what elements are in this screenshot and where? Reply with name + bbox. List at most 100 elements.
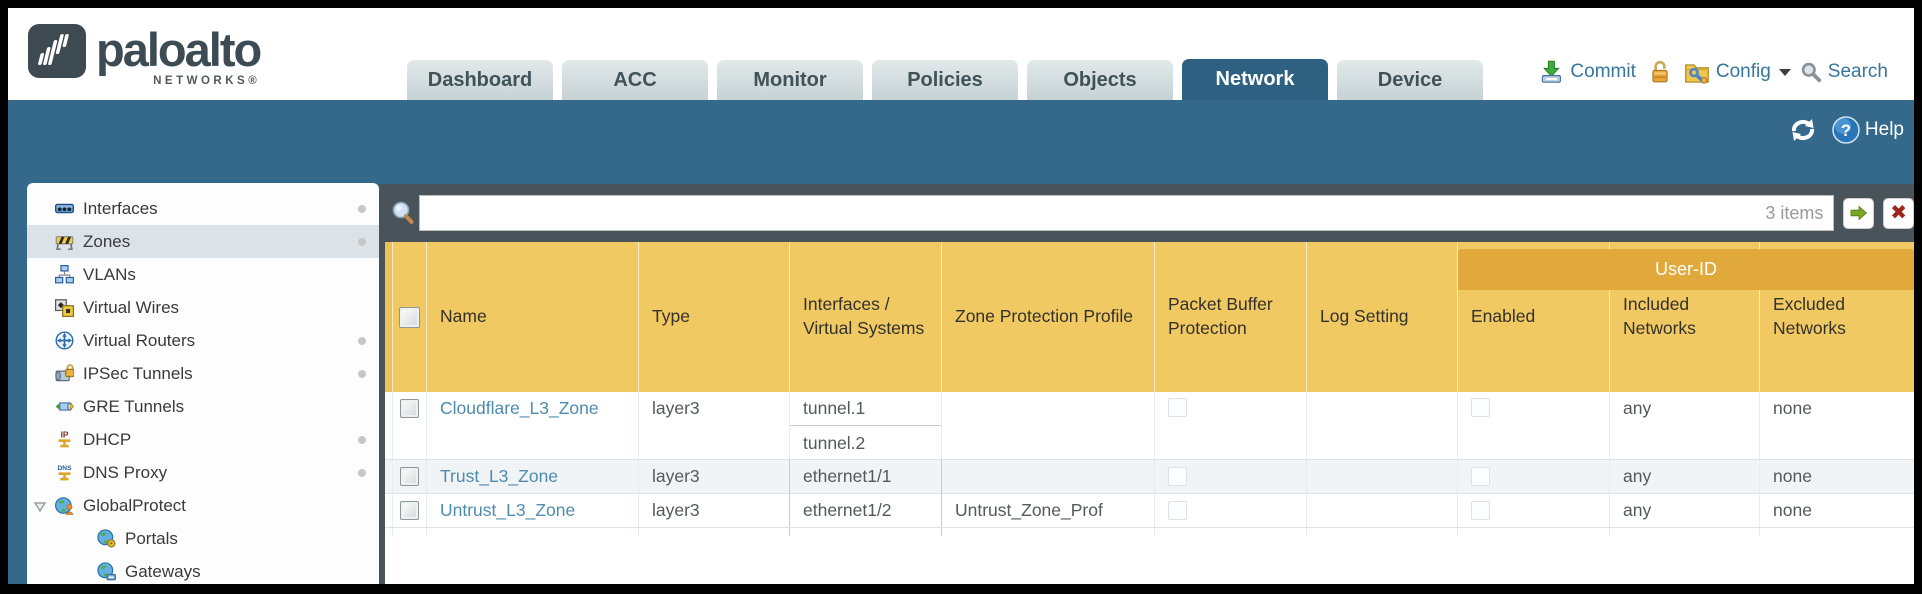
sidebar-item-vlans[interactable]: VLANs <box>27 258 379 291</box>
log-setting-cell <box>1307 494 1458 527</box>
zone-name-link[interactable]: Trust_L3_Zone <box>440 466 559 486</box>
items-count: 3 items <box>1765 202 1824 223</box>
brand-networks-label: NETWORKS® <box>153 75 261 87</box>
column-header-included-networks[interactable]: Included Networks <box>1610 242 1760 392</box>
zone-type-cell: layer3 <box>639 460 790 493</box>
tab-objects[interactable]: Objects <box>1027 60 1173 100</box>
ipsec-tunnels-icon <box>55 364 74 383</box>
status-dot <box>358 337 366 345</box>
status-dot <box>358 205 366 213</box>
interface-item: tunnel.1 <box>790 392 941 426</box>
zones-content: 3 items ✖ Name Type Interfaces / Virtual… <box>385 184 1914 584</box>
caret-down-icon <box>1778 68 1791 76</box>
tab-device[interactable]: Device <box>1337 60 1483 100</box>
sidebar-item-zones[interactable]: Zones <box>27 225 379 258</box>
filter-search-icon[interactable] <box>390 200 416 226</box>
sidebar-item-interfaces[interactable]: Interfaces <box>27 192 379 225</box>
globalprotect-icon <box>55 496 74 515</box>
config-label: Config <box>1715 61 1771 82</box>
column-header-name[interactable]: Name <box>427 242 639 392</box>
sidebar-item-label: DHCP <box>83 429 132 449</box>
status-dot <box>358 370 366 378</box>
sidebar-item-virtual-wires[interactable]: Virtual Wires <box>27 291 379 324</box>
commit-button[interactable]: Commit <box>1540 60 1636 84</box>
sidebar-item-label: GRE Tunnels <box>83 396 185 416</box>
sidebar-item-label: GlobalProtect <box>83 495 186 515</box>
user-id-enabled-cell <box>1458 494 1610 527</box>
portals-icon <box>97 529 116 548</box>
tab-monitor[interactable]: Monitor <box>717 60 863 100</box>
filter-input[interactable] <box>420 196 1766 230</box>
tab-network[interactable]: Network <box>1182 59 1328 100</box>
column-header-log-setting[interactable]: Log Setting <box>1307 242 1458 392</box>
sidebar-item-label: Portals <box>125 528 178 548</box>
header-actions: Commit Config <box>1540 60 1888 84</box>
sidebar-item-label: DNS Proxy <box>83 462 168 482</box>
clear-filter-button[interactable]: ✖ <box>1883 197 1914 229</box>
sidebar-item-portals[interactable]: Portals <box>27 522 379 555</box>
zone-name-link[interactable]: Untrust_L3_Zone <box>440 500 576 520</box>
lock-icon[interactable] <box>1649 60 1671 84</box>
packet-buffer-checkbox[interactable] <box>1168 467 1187 486</box>
header-handle-cell <box>385 242 393 392</box>
tab-dashboard[interactable]: Dashboard <box>407 60 553 100</box>
included-networks-cell: any <box>1610 460 1760 493</box>
column-header-type[interactable]: Type <box>639 242 790 392</box>
column-header-enabled[interactable]: Enabled <box>1458 242 1610 392</box>
brand-wordmark: paloalto <box>96 23 262 76</box>
zone-name-cell: Cloudflare_L3_Zone <box>427 392 639 459</box>
user-id-enabled-checkbox[interactable] <box>1471 398 1490 417</box>
user-id-enabled-checkbox[interactable] <box>1471 501 1490 520</box>
sidebar-nav: Interfaces Zones VLANs Virtual Wires <box>27 183 379 584</box>
status-dot <box>358 436 366 444</box>
column-header-packet-buffer[interactable]: Packet Buffer Protection <box>1155 242 1307 392</box>
packet-buffer-cell <box>1155 460 1307 493</box>
column-header-excluded-networks[interactable]: Excluded Networks <box>1773 294 1846 338</box>
user-id-enabled-checkbox[interactable] <box>1471 467 1490 486</box>
column-header-zone-protection[interactable]: Zone Protection Profile <box>942 242 1155 392</box>
header-checkbox-cell <box>393 242 427 392</box>
apply-filter-button[interactable] <box>1843 197 1875 229</box>
expander-triangle-icon[interactable] <box>33 499 47 513</box>
interfaces-icon <box>55 199 74 218</box>
zone-type-cell: layer3 <box>639 392 790 459</box>
help-label[interactable]: Help <box>1864 119 1904 140</box>
sidebar-item-virtual-routers[interactable]: Virtual Routers <box>27 324 379 357</box>
row-checkbox[interactable] <box>400 467 419 486</box>
row-checkbox[interactable] <box>400 399 419 418</box>
sidebar-item-dhcp[interactable]: IP DHCP <box>27 423 379 456</box>
sidebar-item-label: VLANs <box>83 264 136 284</box>
excluded-networks-cell: none <box>1773 466 1812 486</box>
zone-protection-cell <box>942 460 1155 493</box>
packet-buffer-checkbox[interactable] <box>1168 398 1187 417</box>
column-header-interfaces[interactable]: Interfaces / Virtual Systems <box>790 242 942 392</box>
sidebar-item-globalprotect[interactable]: GlobalProtect <box>27 489 379 522</box>
help-icon[interactable]: ? <box>1832 116 1860 144</box>
row-checkbox[interactable] <box>400 501 419 520</box>
config-menu[interactable]: Config <box>1684 60 1791 84</box>
zone-name-link[interactable]: Cloudflare_L3_Zone <box>440 398 599 418</box>
user-id-group-header: User-ID <box>1458 249 1914 290</box>
main-nav-tabs: Dashboard ACC Monitor Policies Objects N… <box>407 59 1483 100</box>
packet-buffer-checkbox[interactable] <box>1168 501 1187 520</box>
virtual-wires-icon <box>55 298 74 317</box>
sidebar-item-gre-tunnels[interactable]: GRE Tunnels <box>27 390 379 423</box>
interface-item: tunnel.2 <box>790 426 941 459</box>
gateways-icon <box>97 562 116 581</box>
tab-acc[interactable]: ACC <box>562 60 708 100</box>
sidebar-item-label: Virtual Wires <box>83 297 180 317</box>
sidebar-item-gateways[interactable]: Gateways <box>27 555 379 584</box>
sidebar-item-ipsec-tunnels[interactable]: IPSec Tunnels <box>27 357 379 390</box>
user-id-enabled-cell <box>1458 392 1610 459</box>
tab-policies[interactable]: Policies <box>872 60 1018 100</box>
search-action[interactable]: Search <box>1800 61 1888 83</box>
zone-type-cell: layer3 <box>639 494 790 527</box>
packet-buffer-cell <box>1155 392 1307 459</box>
row-checkbox-cell <box>393 460 427 493</box>
included-networks-cell: any <box>1610 494 1760 527</box>
row-checkbox-cell <box>393 392 427 459</box>
select-all-checkbox[interactable] <box>399 306 420 328</box>
filter-bar: 3 items ✖ <box>385 184 1914 242</box>
refresh-icon[interactable] <box>1788 117 1818 143</box>
sidebar-item-dns-proxy[interactable]: DNS DNS Proxy <box>27 456 379 489</box>
